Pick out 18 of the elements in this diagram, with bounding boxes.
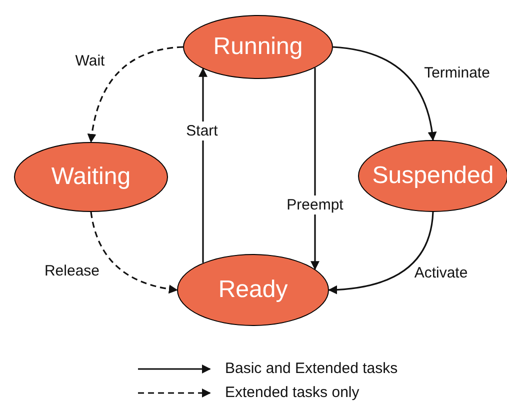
state-label: Suspended — [372, 162, 494, 190]
arrow — [198, 68, 208, 263]
arrow — [90, 212, 178, 294]
arrow — [328, 212, 434, 294]
arrow — [332, 46, 436, 141]
edge-label: Preempt — [284, 196, 346, 214]
state-label: Waiting — [51, 163, 131, 191]
state-label: Running — [213, 33, 303, 61]
arrow — [310, 68, 320, 270]
legend-text: Basic and Extended tasks — [225, 360, 398, 377]
arrow — [88, 46, 184, 143]
edge-label: Terminate — [423, 64, 491, 82]
edge-label: Wait — [74, 52, 106, 70]
state-label: Ready — [218, 276, 288, 304]
edge-label: Activate — [413, 264, 469, 282]
edge-label: Release — [43, 262, 101, 280]
edge-label: Start — [184, 122, 220, 140]
legend-text: Extended tasks only — [225, 384, 360, 401]
